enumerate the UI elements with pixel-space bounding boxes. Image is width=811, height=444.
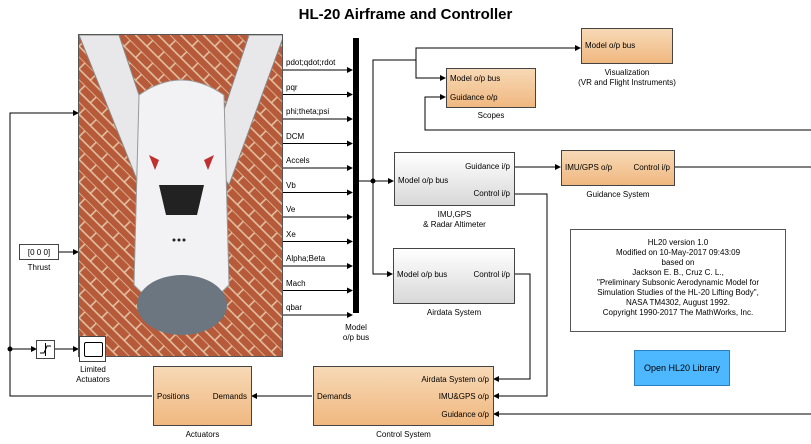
visualization-caption-1: Visualization: [604, 68, 650, 77]
thrust-label: Thrust: [27, 263, 51, 272]
scope-screen-icon: [84, 342, 103, 357]
thrust-constant[interactable]: [0 0 0]: [19, 244, 59, 260]
airframe-output-label: DCM: [286, 131, 305, 141]
limited-actuators-scope[interactable]: [79, 336, 106, 362]
imu-block[interactable]: Model o/p bus Guidance i/p Control i/p: [394, 152, 515, 206]
airframe-output-label: Xe: [286, 229, 296, 239]
guidance-port-in: IMU/GPS o/p: [565, 163, 613, 172]
airframe-output-label: pqr: [286, 82, 298, 92]
bus-label-line1: Model: [345, 323, 367, 332]
imu-caption: IMU,GPS & Radar Altimeter: [394, 210, 515, 230]
control-port-in-1: Airdata System o/p: [421, 375, 489, 384]
airframe-output-label: Mach: [286, 278, 306, 288]
limited-actuators-caption: Limited Actuators: [67, 365, 119, 385]
info-box: HL20 version 1.0 Modified on 10-May-2017…: [570, 229, 786, 332]
info-line: Copyright 1990-2017 The MathWorks, Inc.: [602, 308, 754, 317]
limited-caption-1: Limited: [80, 365, 106, 374]
guidance-caption: Guidance System: [586, 190, 650, 199]
limited-caption-2: Actuators: [76, 375, 110, 384]
actuators-port-out: Positions: [157, 392, 190, 401]
visualization-port-in: Model o/p bus: [585, 41, 636, 50]
airdata-caption: Airdata System: [426, 308, 482, 317]
control-port-out: Demands: [317, 392, 352, 401]
info-line: based on: [661, 258, 695, 267]
bus-creator[interactable]: [353, 38, 359, 313]
hl20-spacecraft-image: [79, 35, 282, 356]
bus-label: Model o/p bus: [330, 323, 382, 343]
saturation-icon: [40, 343, 51, 356]
info-line: HL20 version 1.0: [647, 238, 709, 247]
actuators-port-in: Demands: [212, 392, 247, 401]
scopes-block[interactable]: Model o/p bus Guidance o/p: [446, 68, 536, 108]
saturation-block[interactable]: [36, 340, 55, 359]
control-port-in-3: Guidance o/p: [441, 410, 489, 419]
airframe-output-label: phi;theta;psi: [286, 107, 330, 116]
bus-label-line2: o/p bus: [342, 333, 370, 342]
info-line: NASA TM4302, August 1992.: [626, 298, 730, 307]
page-title: HL-20 Airframe and Controller: [298, 6, 513, 23]
actuators-block[interactable]: Positions Demands: [153, 366, 252, 426]
info-line: Simulation Studies of the HL-20 Lifting …: [597, 288, 759, 297]
visualization-caption: Visualization (VR and Flight Instruments…: [560, 68, 694, 88]
guidance-port-out: Control i/p: [633, 163, 670, 172]
airframe-output-label: Ve: [286, 205, 296, 214]
open-library-button[interactable]: Open HL20 Library: [634, 350, 730, 386]
info-line: Modified on 10-May-2017 09:43:09: [615, 248, 741, 257]
imu-caption-2: & Radar Altimeter: [423, 220, 486, 229]
airframe-output-label: pdot;qdot;rdot: [286, 58, 336, 67]
airframe-output-label: qbar: [286, 303, 303, 312]
airframe-output-label: Accels: [286, 156, 310, 165]
actuators-caption: Actuators: [185, 430, 220, 439]
visualization-block[interactable]: Model o/p bus: [581, 28, 673, 64]
thrust-value: [0 0 0]: [27, 247, 51, 257]
airdata-block[interactable]: Model o/p bus Control i/p: [393, 248, 515, 304]
scopes-port-in-1: Model o/p bus: [450, 74, 501, 83]
airdata-port-out: Control i/p: [473, 270, 510, 279]
airframe-output-label: Vb: [286, 180, 296, 190]
control-system-caption: Control System: [376, 430, 431, 439]
scopes-port-in-2: Guidance o/p: [450, 93, 498, 102]
imu-caption-1: IMU,GPS: [437, 210, 472, 219]
imu-port-in: Model o/p bus: [398, 176, 449, 185]
scopes-caption: Scopes: [477, 111, 505, 120]
control-system-block[interactable]: Demands Airdata System o/p IMU&GPS o/p G…: [313, 366, 494, 426]
visualization-caption-2: (VR and Flight Instruments): [578, 78, 676, 87]
airframe-block[interactable]: [78, 34, 283, 357]
imu-port-out-1: Guidance i/p: [465, 162, 510, 171]
guidance-block[interactable]: IMU/GPS o/p Control i/p: [561, 150, 675, 186]
control-port-in-2: IMU&GPS o/p: [438, 392, 489, 401]
info-line: "Preliminary Subsonic Aerodynamic Model …: [596, 278, 760, 287]
airframe-output-label: Alpha;Beta: [286, 254, 326, 263]
imu-port-out-2: Control i/p: [473, 189, 510, 198]
airdata-port-in: Model o/p bus: [397, 270, 448, 279]
info-line: Jackson E. B., Cruz C. L.,: [632, 268, 724, 277]
